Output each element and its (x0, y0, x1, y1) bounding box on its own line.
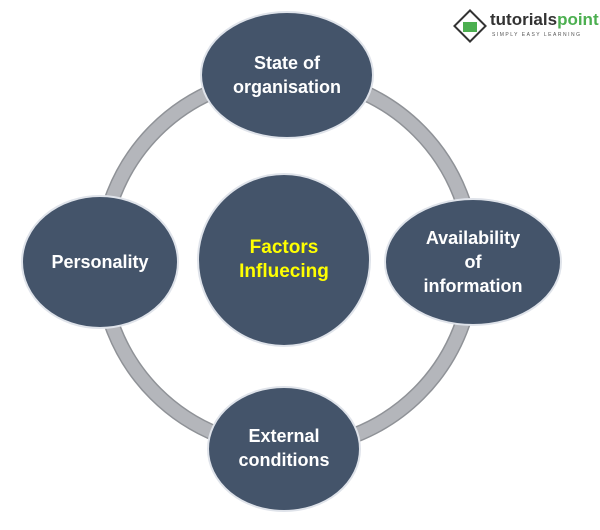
node-text: Availability (425, 228, 521, 248)
center-text: Factors (249, 237, 319, 258)
node-text: conditions (238, 450, 330, 470)
logo-brand-2: point (557, 10, 599, 29)
tutorialspoint-logo: tutorialspoint SIMPLY EASY LEARNING (450, 6, 599, 44)
node-text: External (248, 426, 320, 446)
node-text: State of (253, 53, 320, 73)
logo-name: tutorialspoint (490, 10, 599, 30)
node-text: Personality (51, 252, 149, 272)
logo-tagline: SIMPLY EASY LEARNING (492, 32, 582, 38)
node-text: information (423, 276, 523, 296)
node-left-shape (21, 195, 179, 329)
logo-icon (453, 9, 487, 43)
node-external-conditions: External conditions (208, 412, 360, 484)
logo-brand-1: tutorials (490, 10, 558, 29)
node-text: organisation (232, 77, 341, 97)
node-right-shape (384, 198, 562, 326)
node-text: of (464, 252, 482, 272)
node-top-shape (200, 11, 374, 139)
node-availability-of-information: Availability of information (385, 222, 561, 302)
center-shape (197, 173, 371, 347)
node-personality: Personality (22, 226, 178, 298)
node-bottom-shape (207, 386, 361, 512)
node-state-of-organisation: State of organisation (201, 40, 373, 110)
center-text: Influecing (239, 261, 329, 282)
